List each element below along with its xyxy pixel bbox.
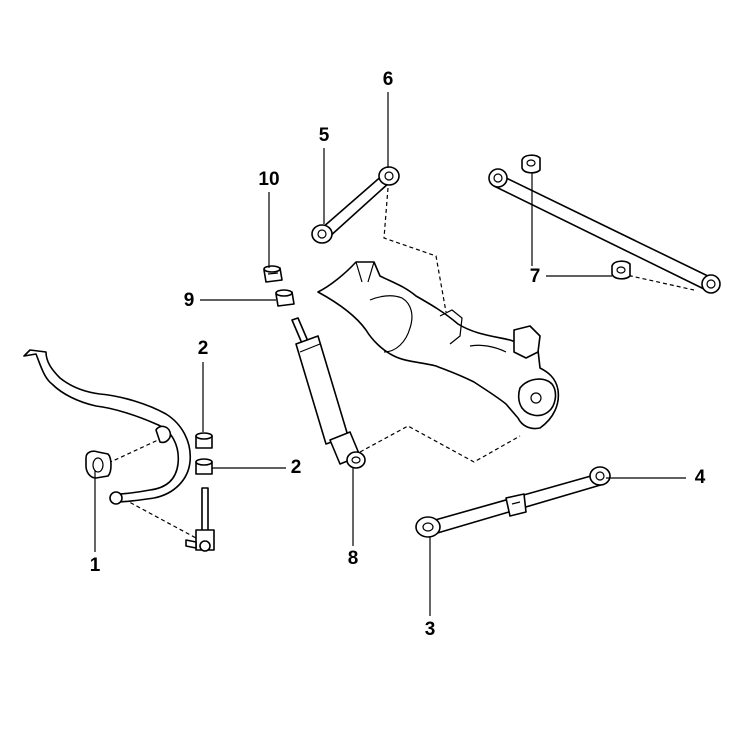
lower-control-arm <box>427 473 605 535</box>
lateral-control-rod <box>493 173 713 291</box>
callout-6: 6 <box>383 69 394 90</box>
lower-control-arm-bushing-front <box>415 516 441 538</box>
lateral-rod-end-left <box>488 168 508 188</box>
callout-10: 10 <box>258 169 279 190</box>
leader-lines <box>94 92 686 616</box>
callout-labels: 1 2 2 3 4 5 6 7 8 9 10 <box>90 69 706 640</box>
stabilizer-link-rod <box>185 487 215 552</box>
callout-1: 1 <box>90 555 101 576</box>
link-bushing-lower <box>195 458 213 475</box>
upper-control-arm-bushing-front <box>311 224 333 244</box>
callout-3: 3 <box>425 619 436 640</box>
lateral-rod-bushing-lower <box>611 260 631 280</box>
lower-control-arm-bushing-rear <box>589 466 611 486</box>
lateral-rod-end-right <box>701 274 721 294</box>
callout-8: 8 <box>348 548 359 569</box>
upper-control-arm <box>321 173 391 239</box>
stabilizer-bushing <box>85 450 112 479</box>
shock-mount-cushion <box>275 289 295 307</box>
callout-9: 9 <box>184 290 195 311</box>
stabilizer-bar <box>23 349 191 505</box>
callout-7: 7 <box>530 266 541 287</box>
rear-axle-housing <box>317 261 560 430</box>
callout-2-upper: 2 <box>198 338 209 359</box>
callout-4: 4 <box>695 467 706 488</box>
lateral-rod-bushing-upper <box>521 154 541 174</box>
callout-2-lower: 2 <box>291 457 302 478</box>
link-bushing-upper <box>195 432 213 449</box>
shock-absorber <box>291 317 366 469</box>
upper-control-arm-bushing-rear <box>378 166 400 186</box>
callout-5: 5 <box>319 125 330 146</box>
shock-mount-retainer <box>263 265 283 283</box>
